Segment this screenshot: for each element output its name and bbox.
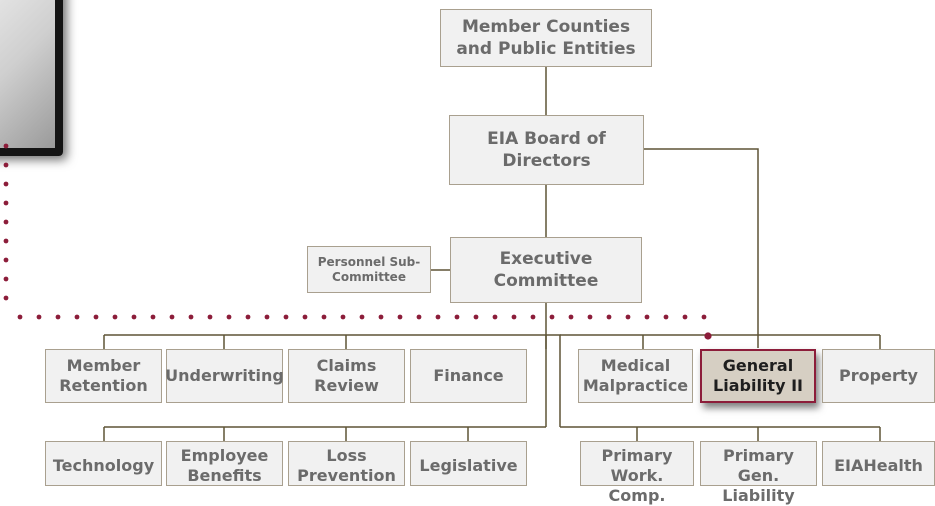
board-of-directors-box[interactable]: EIA Board of Directors bbox=[449, 115, 644, 185]
eiahealth-box[interactable]: EIAHealth bbox=[822, 441, 935, 486]
member-retention-box[interactable]: Member Retention bbox=[45, 349, 162, 403]
primary-work-comp-box[interactable]: Primary Work. Comp. bbox=[580, 441, 694, 505]
connector-lines bbox=[3, 67, 881, 441]
finance-box[interactable]: Finance bbox=[410, 349, 527, 403]
primary-gen-liability-box[interactable]: Primary Gen. Liability bbox=[700, 441, 817, 505]
medical-malpractice-box[interactable]: Medical Malpractice bbox=[578, 349, 693, 403]
underwriting-box[interactable]: Underwriting bbox=[165, 349, 284, 403]
member-counties-box[interactable]: Member Counties and Public Entities bbox=[440, 9, 652, 67]
photo-frame bbox=[0, 0, 63, 156]
dotted-trail bbox=[3, 143, 712, 340]
legislative-box[interactable]: Legislative bbox=[410, 441, 527, 486]
general-liability-ii-box[interactable]: General Liability II bbox=[700, 349, 816, 403]
property-box[interactable]: Property bbox=[822, 349, 935, 403]
executive-committee-box[interactable]: Executive Committee bbox=[450, 237, 642, 303]
loss-prevention-box[interactable]: Loss Prevention bbox=[288, 441, 405, 486]
claims-review-box[interactable]: Claims Review bbox=[288, 349, 405, 403]
personnel-subcommittee-box[interactable]: Personnel Sub-Committee bbox=[307, 246, 431, 293]
technology-box[interactable]: Technology bbox=[45, 441, 162, 486]
employee-benefits-box[interactable]: Employee Benefits bbox=[166, 441, 283, 486]
